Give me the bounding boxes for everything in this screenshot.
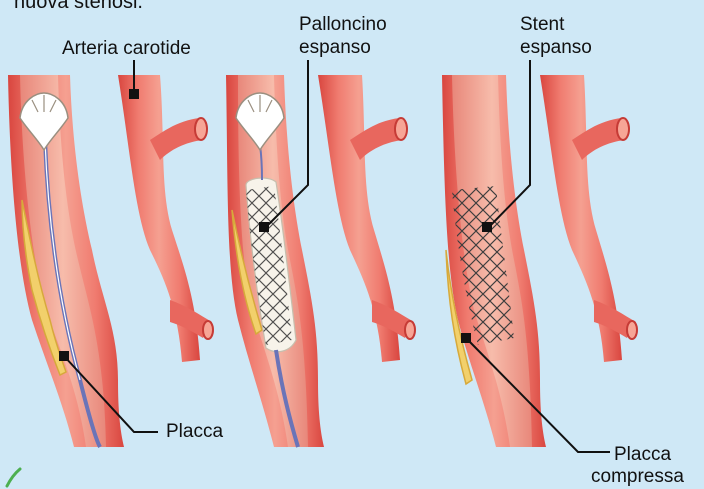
marker-artery [129,89,139,99]
panel-3-stent [442,75,637,447]
check-icon [4,466,26,488]
label-arteria-carotide: Arteria carotide [62,38,191,60]
label-placca-compressa-2: compressa [591,466,684,488]
marker-balloon [259,222,269,232]
label-espanso-stent: espanso [520,37,592,59]
panel-1-catheter [8,75,213,447]
panel-2-balloon [226,75,415,447]
marker-plaque [59,351,69,361]
label-placca: Placca [166,421,223,443]
label-placca-compressa-1: Placca [614,444,671,466]
label-palloncino: Palloncino [299,14,387,36]
label-stent: Stent [520,14,564,36]
marker-stent [482,222,492,232]
marker-compressed-plaque [461,333,471,343]
label-espanso-balloon: espanso [299,37,371,59]
